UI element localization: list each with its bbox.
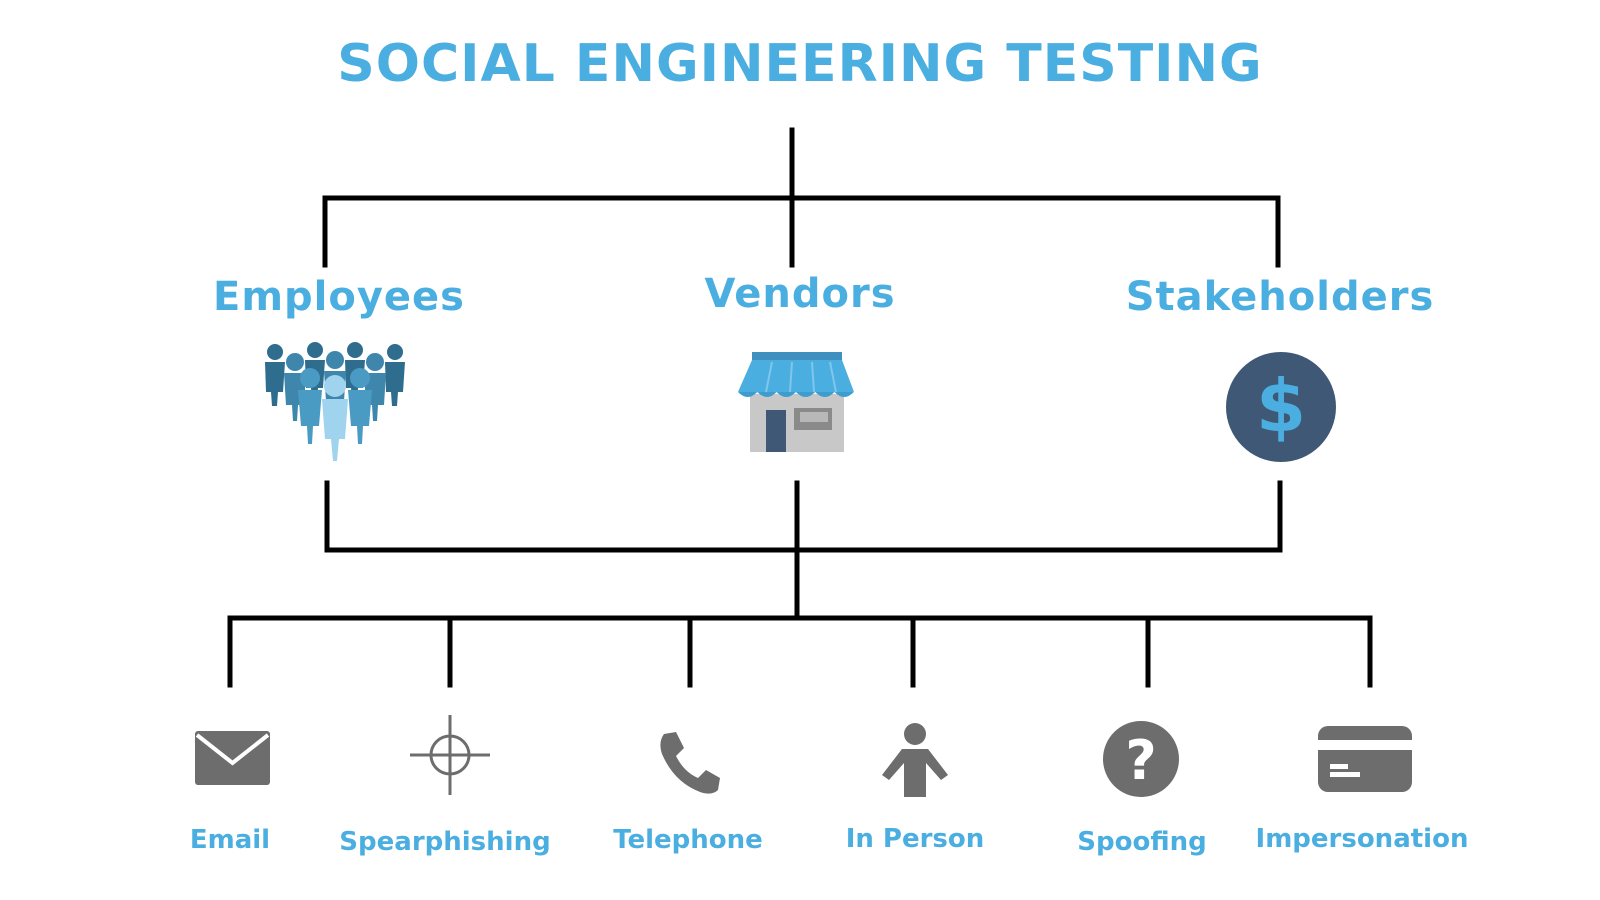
envelope-icon [195,731,270,785]
method-label-in-person: In Person [845,824,985,854]
page-title: SOCIAL ENGINEERING TESTING [337,34,1263,94]
question-symbol: ? [1125,729,1156,792]
dollar-symbol: $ [1256,364,1306,448]
person-icon [882,723,948,797]
question-circle-icon: ? [1103,721,1179,797]
storefront-icon [738,352,854,452]
method-label-telephone: Telephone [613,825,763,855]
method-label-spoofing: Spoofing [1077,827,1207,857]
id-card-icon [1318,726,1412,792]
group-label-vendors: Vendors [704,271,896,317]
group-label-employees: Employees [213,274,465,320]
crosshair-icon [410,715,490,795]
method-label-email: Email [189,825,271,855]
method-label-spearphishing: Spearphishing [339,827,551,857]
people-group-icon [265,342,405,461]
dollar-coin-icon: $ [1226,352,1336,462]
method-label-impersonation: Impersonation [1255,824,1469,854]
group-label-stakeholders: Stakeholders [1125,274,1435,320]
phone-icon [660,732,720,794]
